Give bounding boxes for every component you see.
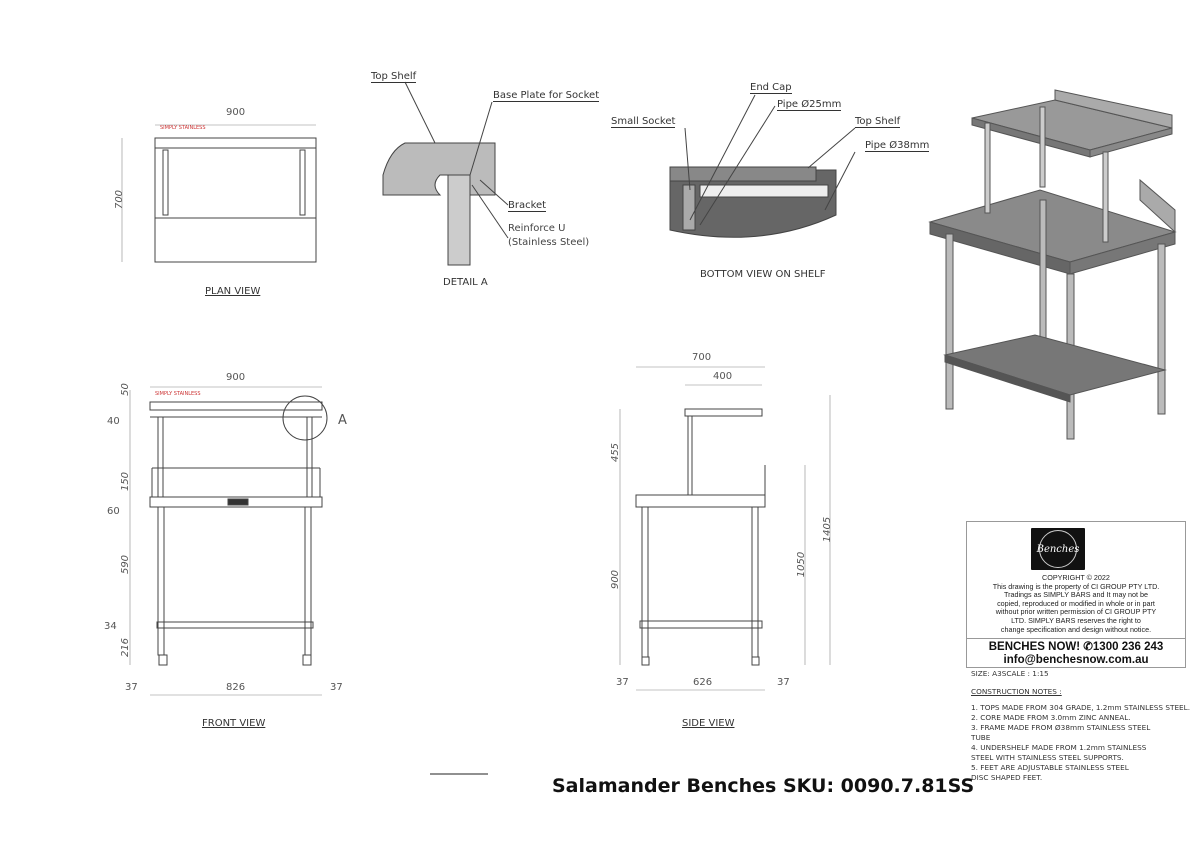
dim-900: 900 — [610, 569, 622, 590]
dim-1050: 1050 — [796, 551, 808, 578]
dim-1405: 1405 — [822, 516, 834, 543]
dim-50: 50 — [119, 383, 131, 396]
copyright-line: without prior written permission of CI G… — [995, 607, 1157, 617]
construction-notes: SIZE: A3SCALE : 1:15 CONSTRUCTION NOTES … — [971, 669, 1190, 783]
dim-40: 40 — [107, 416, 120, 427]
callout-bracket: Bracket — [508, 200, 547, 212]
front-width-dim: 900 — [226, 372, 246, 383]
sku-title: Salamander Benches SKU: 0090.7.81SS — [552, 775, 975, 797]
dim-626: 626 — [693, 677, 713, 688]
front-view-drawing — [129, 386, 328, 696]
note: 4. UNDERSHELF MADE FROM 1.2mm STAINLESS — [971, 743, 1147, 752]
note: DISC SHAPED FEET. — [971, 773, 1043, 782]
detail-a-drawing — [382, 81, 509, 266]
callout-top-shelf-2: Top Shelf — [855, 116, 901, 128]
email-line: info@benchesnow.com.au — [1003, 654, 1149, 666]
copyright-line: copied, reproduced or modified in whole … — [997, 598, 1155, 608]
plan-height-dim: 700 — [114, 189, 126, 210]
copyright-line: LTD. SIMPLY BARS reserves the right to — [1011, 615, 1141, 625]
front-brand-logo: SIMPLY STAINLESS — [155, 391, 201, 397]
side-dim-right-37: 37 — [777, 677, 790, 688]
dim-right-37: 37 — [330, 682, 343, 693]
side-view-title: SIDE VIEW — [682, 718, 735, 729]
phone-line: BENCHES NOW! ✆1300 236 243 — [988, 641, 1164, 653]
note: 5. FEET ARE ADJUSTABLE STAINLESS STEEL — [971, 763, 1129, 772]
callout-reinforce-u: Reinforce U — [508, 223, 566, 234]
callout-stainless: (Stainless Steel) — [508, 237, 590, 248]
plan-view-drawing — [121, 124, 317, 263]
callout-pipe-25: Pipe Ø25mm — [777, 99, 842, 111]
plan-brand-logo: SIMPLY STAINLESS — [160, 125, 206, 131]
side-dim-left-37: 37 — [616, 677, 629, 688]
dim-400: 400 — [713, 371, 733, 382]
note: 1. TOPS MADE FROM 304 GRADE, 1.2mm STAIN… — [971, 703, 1191, 712]
benches-logo: Benches — [1031, 528, 1085, 570]
bottom-view-title: BOTTOM VIEW ON SHELF — [700, 269, 826, 280]
callout-pipe-38: Pipe Ø38mm — [865, 140, 930, 152]
plan-width-dim: 900 — [226, 107, 246, 118]
bottom-view-drawing — [669, 94, 856, 238]
size-scale: SIZE: A3SCALE : 1:15 — [971, 669, 1049, 678]
callout-top-shelf: Top Shelf — [371, 71, 417, 83]
copyright-line: change specification and design without … — [1000, 624, 1152, 634]
title-block: Benches COPYRIGHT © 2022 This drawing is… — [966, 521, 1186, 668]
plan-view-title: PLAN VIEW — [205, 286, 261, 297]
side-view-drawing — [619, 366, 831, 691]
detail-marker-a: A — [338, 413, 347, 428]
dim-60: 60 — [107, 506, 120, 517]
callout-end-cap: End Cap — [750, 82, 792, 94]
dim-216: 216 — [120, 637, 132, 658]
copyright-line: Tradings as SIMPLY BARS and It may not b… — [1003, 590, 1149, 600]
dim-826: 826 — [226, 682, 246, 693]
copyright-line: COPYRIGHT © 2022 — [1042, 573, 1110, 582]
note: TUBE — [971, 733, 991, 742]
dim-590: 590 — [120, 554, 132, 575]
dim-34: 34 — [104, 621, 117, 632]
dim-left-37: 37 — [125, 682, 138, 693]
callout-small-socket: Small Socket — [611, 116, 676, 128]
note: STEEL WITH STAINLESS STEEL SUPPORTS. — [971, 753, 1124, 762]
isometric-view-drawing — [928, 89, 1177, 440]
callout-base-plate: Base Plate for Socket — [493, 90, 600, 102]
dim-150: 150 — [120, 471, 132, 492]
note: 3. FRAME MADE FROM Ø38mm STAINLESS STEEL — [971, 723, 1151, 732]
note: 2. CORE MADE FROM 3.0mm ZINC ANNEAL. — [971, 713, 1131, 722]
copyright-notice: COPYRIGHT © 2022 This drawing is the pro… — [969, 573, 1183, 634]
front-view-title: FRONT VIEW — [202, 718, 266, 729]
dim-455: 455 — [610, 442, 622, 463]
copyright-line: This drawing is the property of CI GROUP… — [992, 581, 1160, 591]
dim-700: 700 — [692, 352, 712, 363]
contact-info: BENCHES NOW! ✆1300 236 243 info@benchesn… — [967, 638, 1185, 667]
detail-a-title: DETAIL A — [443, 277, 488, 288]
notes-heading: CONSTRUCTION NOTES : — [971, 687, 1062, 696]
